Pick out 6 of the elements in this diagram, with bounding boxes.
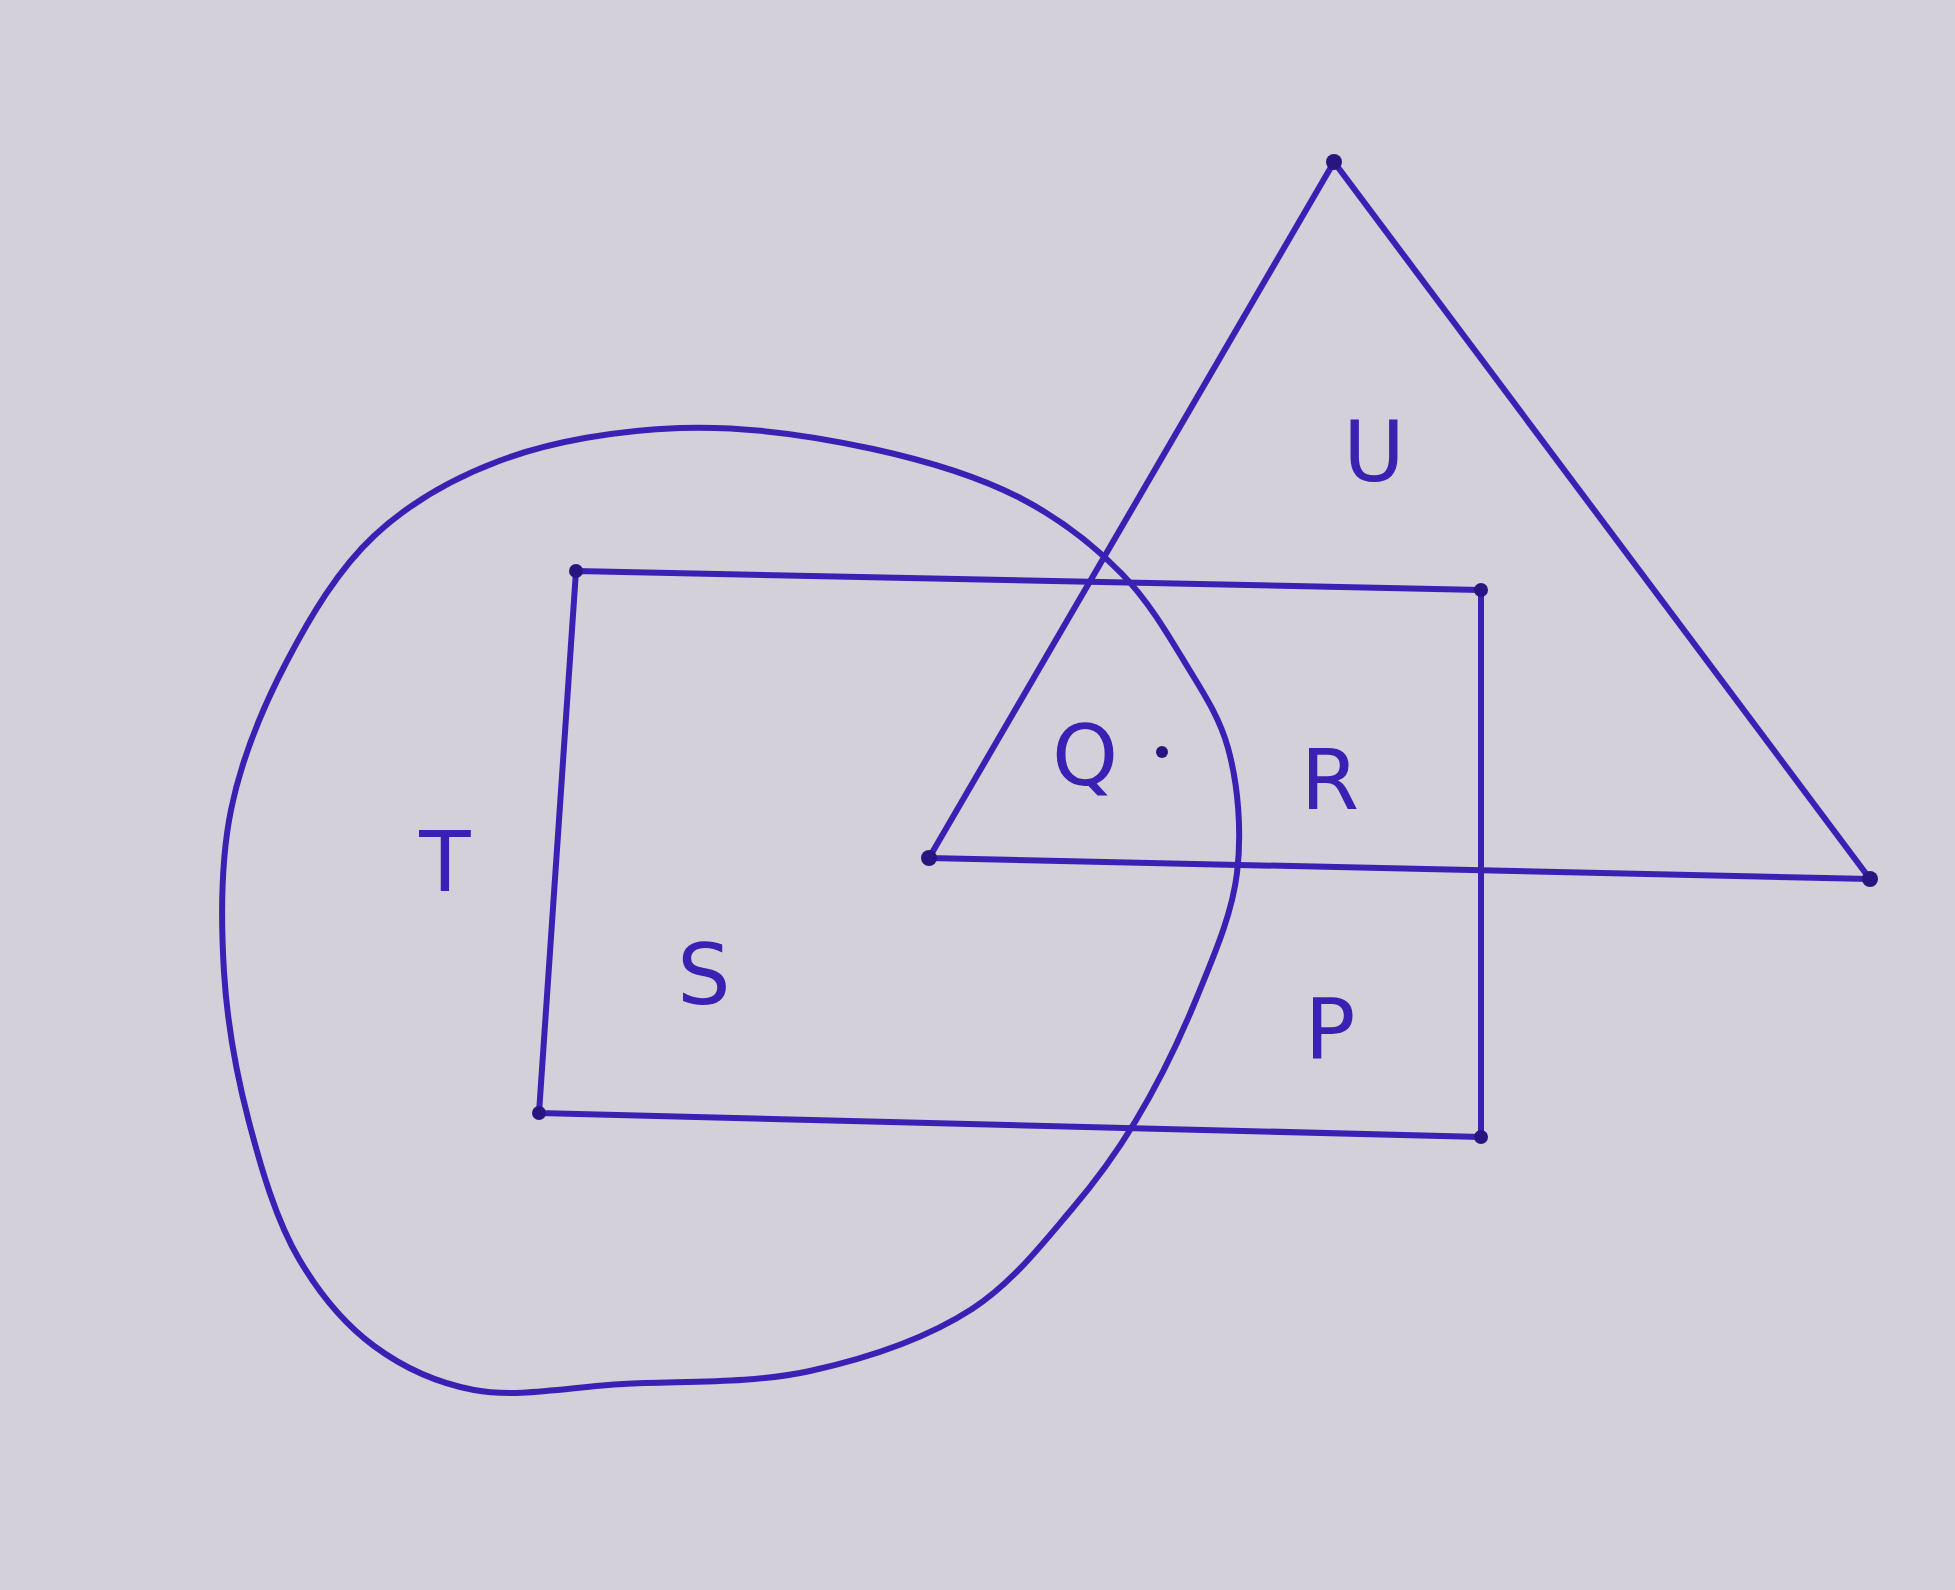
region-letter: S xyxy=(677,933,731,1017)
region-letter: T xyxy=(419,820,471,904)
region-letter: U xyxy=(1343,410,1405,494)
region-letter: Q xyxy=(1051,714,1119,798)
region-letter: R xyxy=(1300,738,1360,822)
region-letter: P xyxy=(1304,988,1356,1072)
